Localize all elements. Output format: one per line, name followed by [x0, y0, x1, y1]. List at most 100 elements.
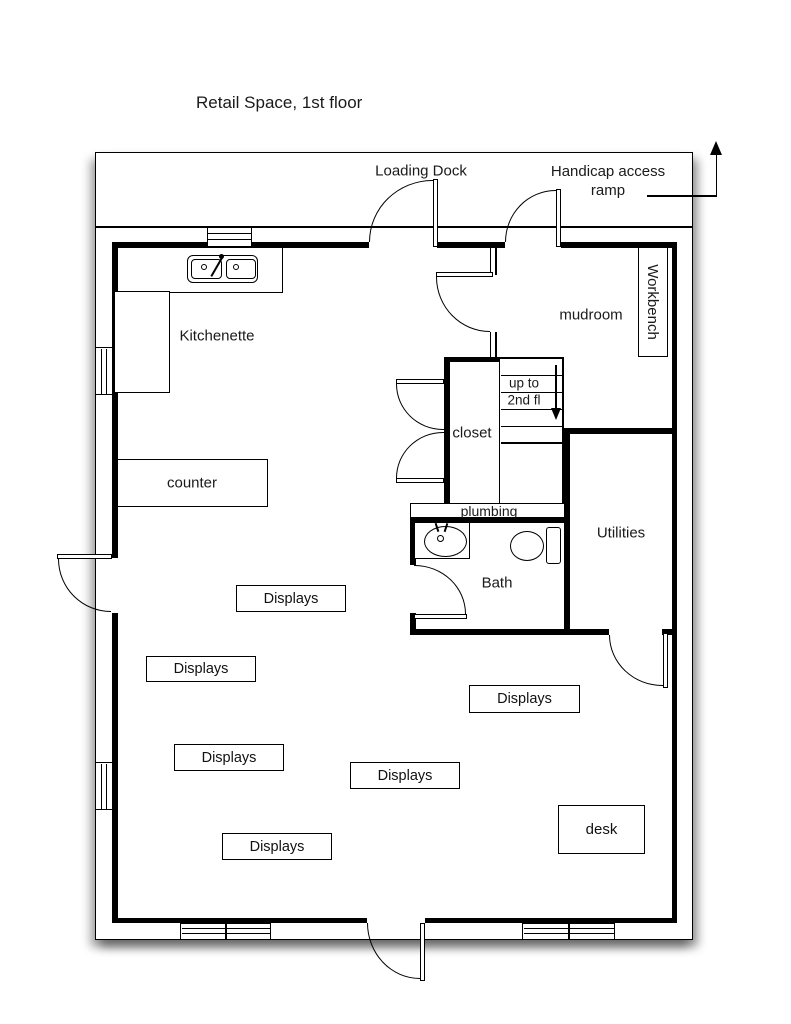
ramp-arrow-up-icon — [710, 141, 722, 155]
room-label-mudroom: mudroom — [559, 306, 623, 324]
mudroom-wall — [495, 332, 497, 358]
wall-left-2 — [112, 613, 118, 923]
wall-top-2 — [252, 242, 369, 248]
display-label: Displays — [249, 838, 305, 855]
stairwell-line-top — [500, 357, 564, 359]
window-top-muntin — [208, 239, 251, 241]
window-left-lower-muntin — [100, 763, 102, 809]
window-left-lower — [95, 762, 113, 810]
window-bottom-left-muntin — [181, 928, 270, 930]
handicap-ramp-line2: ramp — [590, 182, 626, 199]
loading-dock-label: Loading Dock — [375, 162, 467, 180]
bath-sink-icon — [424, 526, 467, 557]
wall-top-1 — [112, 242, 207, 248]
bottom-exterior-door-leaf — [420, 923, 425, 981]
closet-door-leaf-top — [396, 378, 444, 384]
bath-wall-west-1 — [410, 517, 416, 565]
window-left-upper-muntin — [100, 348, 102, 394]
handicap-door-leaf — [555, 189, 561, 247]
mudroom-door-leaf — [436, 272, 493, 277]
kitchen-sink-basin-right — [226, 259, 256, 279]
window-bottom-right-divider — [568, 924, 570, 939]
bath-door-leaf — [414, 614, 467, 619]
window-left-lower-muntin — [106, 763, 108, 809]
kitchen-sink-drain — [201, 264, 207, 270]
ramp-arrow-line-v — [715, 151, 718, 196]
display-fixture: Displays — [236, 585, 346, 612]
utilities-wall-west — [563, 428, 570, 635]
plumbing-label: plumbing — [460, 503, 518, 519]
display-fixture: Displays — [146, 656, 256, 682]
window-top-muntin — [208, 233, 251, 235]
stair-arrow-line — [555, 365, 557, 410]
stairs-label-line2: 2nd fl — [507, 392, 541, 408]
display-fixture: Displays — [469, 685, 580, 713]
window-left-upper — [95, 347, 113, 395]
window-left-upper-muntin — [106, 348, 108, 394]
kitchen-faucet-base — [219, 254, 224, 259]
display-label: Displays — [173, 661, 229, 677]
stair-tread — [500, 425, 563, 428]
mudroom-wall — [495, 247, 497, 275]
wall-bottom-2 — [425, 917, 677, 923]
left-exterior-door-swing — [58, 559, 111, 612]
kitchen-sink-basin-left — [191, 259, 222, 279]
window-top — [206, 227, 252, 247]
bath-wall-north — [410, 517, 570, 523]
closet-wall-west — [444, 356, 450, 505]
handicap-ramp-line1: Handicap access — [550, 163, 666, 180]
display-label: Displays — [263, 590, 319, 607]
wall-bottom-1 — [112, 917, 367, 923]
room-label-bath: Bath — [481, 574, 513, 592]
bath-utilities-wall-south — [410, 629, 609, 635]
toilet-tank-icon — [545, 527, 561, 564]
utilities-wall-north — [563, 428, 677, 434]
desk-label: desk — [585, 821, 618, 838]
room-label-kitchenette: Kitchenette — [179, 327, 255, 345]
room-label-closet: closet — [452, 424, 492, 442]
display-label: Displays — [377, 767, 433, 784]
kitchen-sink-drain — [233, 264, 239, 270]
display-label: Displays — [201, 749, 257, 766]
mudroom-wall — [489, 332, 492, 358]
stair-tread — [500, 442, 563, 444]
window-bottom-left-muntin — [181, 933, 270, 935]
toilet-bowl-icon — [510, 531, 544, 561]
counter-label: counter — [166, 474, 218, 492]
workbench — [637, 247, 668, 357]
loading-dock-door-leaf — [432, 179, 438, 247]
stair-tread — [500, 374, 563, 377]
wall-top-4 — [561, 242, 677, 248]
kitchenette-counter-side — [114, 291, 170, 393]
wall-left-1 — [112, 242, 118, 558]
display-fixture: Displays — [350, 762, 460, 789]
display-fixture: Displays — [174, 744, 284, 771]
window-bottom-right-muntin — [523, 928, 614, 930]
stairwell-wall-east — [562, 359, 564, 504]
window-bottom-left-divider — [225, 924, 227, 939]
display-fixture: Displays — [222, 833, 332, 860]
stairwell-wall-west — [498, 359, 501, 504]
ramp-arrow-line-h — [647, 195, 717, 197]
page-title: Retail Space, 1st floor — [196, 93, 363, 112]
workbench-label: Workbench — [644, 264, 661, 340]
wall-top-3 — [437, 242, 505, 248]
counter-island — [117, 459, 268, 507]
utilities-door-leaf — [662, 633, 668, 688]
bottom-exterior-door-swing — [367, 923, 420, 979]
stair-arrow-down-icon — [550, 408, 561, 420]
closet-wall-north — [444, 356, 500, 362]
stair-tread — [500, 391, 563, 394]
handicap-ramp-label: Handicap access ramp — [551, 162, 665, 200]
stair-tread — [500, 408, 563, 411]
desk: desk — [558, 805, 645, 854]
room-label-utilities: Utilities — [596, 524, 646, 542]
closet-door-leaf-bottom — [396, 478, 444, 483]
window-bottom-right-muntin — [523, 933, 614, 935]
bath-sink-drain — [437, 535, 444, 542]
display-label: Displays — [497, 691, 552, 707]
wall-right — [671, 242, 677, 923]
left-exterior-door-leaf — [57, 554, 112, 559]
utilities-wall-south-stub — [662, 629, 677, 635]
